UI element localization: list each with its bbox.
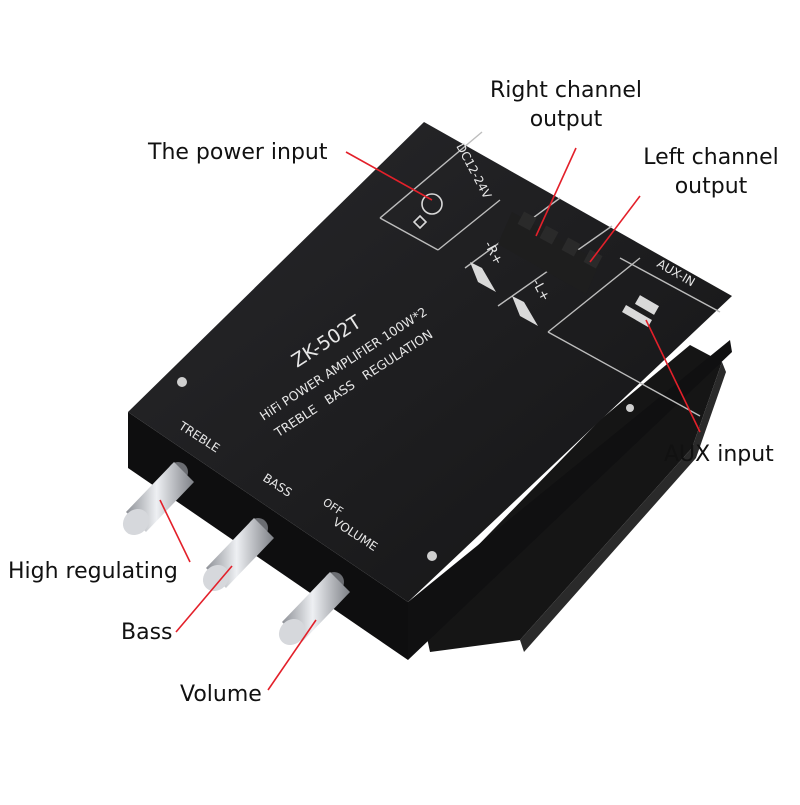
screw-holes — [177, 377, 634, 561]
leader-right-channel — [535, 147, 577, 237]
board-top-face — [128, 122, 732, 602]
treble-knob[interactable] — [118, 462, 194, 540]
pcb-edge — [520, 362, 726, 652]
callout-left-channel-output: Left channel output — [636, 143, 786, 201]
callout-aux-input: AUX input — [664, 442, 774, 467]
leader-left-channel — [589, 195, 641, 263]
volume-knob[interactable] — [274, 572, 350, 650]
board-side-face — [408, 340, 732, 660]
callout-volume: Volume — [180, 682, 262, 707]
power-connector-icon — [412, 193, 443, 230]
leader-lines — [159, 147, 701, 691]
leader-aux — [645, 319, 701, 433]
callout-bass: Bass — [121, 620, 173, 645]
leader-high — [159, 499, 191, 563]
bass-knob[interactable] — [198, 518, 274, 596]
callout-right-channel-line-1: Right channel — [490, 78, 642, 103]
callout-power-input: The power input — [148, 140, 328, 165]
callout-left-channel-line-2: output — [674, 174, 748, 199]
leader-bass — [175, 565, 233, 633]
speaker-icon-left — [512, 296, 538, 326]
leader-volume — [267, 619, 317, 691]
callout-left-channel-line-1: Left channel — [643, 145, 779, 170]
callout-right-channel-line-2: output — [529, 107, 603, 132]
terminal-block — [498, 211, 603, 294]
leader-power — [345, 151, 433, 201]
callout-right-channel-output: Right channel output — [478, 76, 654, 134]
headphone-jack-icon — [622, 295, 660, 327]
callout-high-regulating: High regulating — [8, 559, 178, 584]
speaker-icon-right — [470, 262, 496, 292]
